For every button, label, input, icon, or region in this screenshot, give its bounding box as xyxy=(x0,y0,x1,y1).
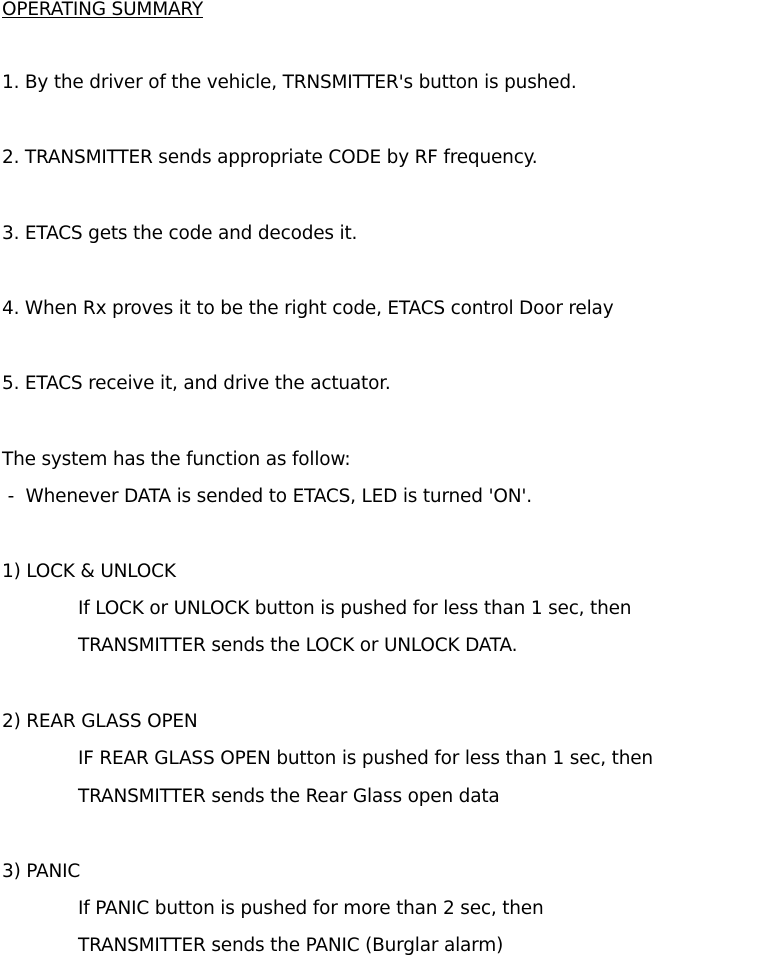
function-heading-panic: 3) PANIC xyxy=(2,861,81,882)
function-heading-lock: 1) LOCK & UNLOCK xyxy=(2,561,176,582)
function-line: If LOCK or UNLOCK button is pushed for l… xyxy=(78,598,632,619)
function-line: If PANIC button is pushed for more than … xyxy=(78,898,544,919)
function-heading-rear-glass: 2) REAR GLASS OPEN xyxy=(2,711,198,732)
step-1: 1. By the driver of the vehicle, TRNSMIT… xyxy=(2,72,577,93)
function-intro: The system has the function as follow: xyxy=(2,449,351,470)
function-line: TRANSMITTER sends the LOCK or UNLOCK DAT… xyxy=(78,635,518,656)
function-note: - Whenever DATA is sended to ETACS, LED … xyxy=(2,486,532,507)
step-4: 4. When Rx proves it to be the right cod… xyxy=(2,298,614,319)
step-5: 5. ETACS receive it, and drive the actua… xyxy=(2,373,391,394)
function-line: TRANSMITTER sends the PANIC (Burglar ala… xyxy=(78,935,504,956)
step-2: 2. TRANSMITTER sends appropriate CODE by… xyxy=(2,147,538,168)
function-line: IF REAR GLASS OPEN button is pushed for … xyxy=(78,748,653,769)
page-title: OPERATING SUMMARY xyxy=(2,0,203,20)
function-line: TRANSMITTER sends the Rear Glass open da… xyxy=(78,786,500,807)
step-3: 3. ETACS gets the code and decodes it. xyxy=(2,223,358,244)
